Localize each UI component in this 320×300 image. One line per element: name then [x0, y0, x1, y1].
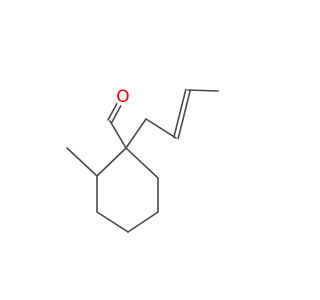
bond-c4-c5	[127, 211, 159, 233]
bond-c2-c3	[125, 147, 159, 179]
structure-canvas: O	[66, 87, 219, 233]
bond-o1-c1-line-2	[111, 105, 122, 123]
bond-c5-c6	[96, 211, 129, 233]
bond-c9-c10	[145, 118, 177, 139]
bond-c7-c8	[66, 147, 98, 177]
bond-o1-c1-line-1	[107, 103, 118, 121]
bond-layer	[66, 88, 219, 233]
bond-c7-c2	[96, 147, 127, 177]
bond-c10-c11-line-2	[173, 88, 187, 139]
bond-c1-c2	[109, 120, 127, 149]
atom-label-layer: O	[116, 87, 129, 107]
bond-c2-c9	[125, 118, 147, 149]
molecule-diagram: O	[66, 87, 219, 233]
bond-c11-c12	[187, 89, 219, 92]
bond-c10-c11-line-1	[177, 89, 191, 140]
atom-label-o: O	[116, 87, 129, 107]
